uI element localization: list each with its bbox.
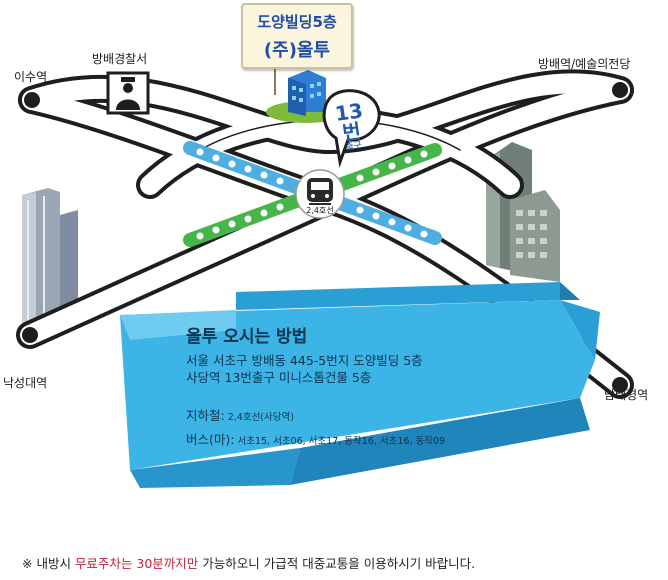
- notice-highlight: 무료주차는 30분까지만: [74, 556, 199, 571]
- tower-left-icon: [22, 188, 78, 325]
- directions-title: 올투 오시는 방법: [186, 327, 308, 347]
- police-icon: [106, 71, 150, 115]
- subway-label: 지하철:: [186, 408, 225, 423]
- label-isu: 이수역: [14, 70, 48, 84]
- label-namtae: 남태령역: [604, 388, 649, 402]
- label-police: 방배경찰서: [92, 52, 148, 66]
- address-line-2: 사당역 13번출구 미니스톱건물 5층: [186, 370, 372, 385]
- station-line-label: 2,4호선: [306, 206, 334, 215]
- exit-label: 13번 출구: [325, 98, 378, 155]
- bus-row: 버스(마):서초15, 서초06, 서초17, 동작16, 서초16, 동작09: [186, 429, 526, 448]
- directions-panel: 올투 오시는 방법 서울 서초구 방배동 445-5번지 도양빌딩 5층 사당역…: [186, 322, 526, 448]
- subway-row: 지하철:2,4호선(사당역): [186, 405, 526, 424]
- train-icon: [295, 169, 345, 219]
- info-banner: [120, 282, 600, 488]
- exit-bubble-icon: [322, 89, 381, 168]
- bus-label: 버스(마):: [186, 432, 235, 447]
- exit-number: 13번: [333, 98, 365, 146]
- bus-value: 서초15, 서초06, 서초17, 동작16, 서초16, 동작09: [237, 436, 446, 447]
- tower-right-icon: [486, 142, 560, 282]
- subway-value: 2,4호선(사당역): [227, 412, 294, 423]
- sign-company: (주)올투: [263, 40, 331, 61]
- label-bangbae: 방배역/예술의전당: [538, 57, 631, 71]
- sign-building: 도양빌딩5층: [257, 13, 337, 31]
- notice-suffix: 가능하오니 가급적 대중교통을 이용하시기 바랍니다.: [198, 556, 476, 571]
- road-ends: [22, 82, 628, 393]
- parking-notice: ※ 내방시 무료주차는 30분까지만 가능하오니 가급적 대중교통을 이용하시기…: [22, 553, 662, 572]
- office-sign: 도양빌딩5층 (주)올투: [241, 3, 353, 69]
- label-naksung: 낙성대역: [3, 376, 48, 390]
- notice-prefix: ※ 내방시: [22, 556, 75, 571]
- address-line-1: 서울 서초구 방배동 445-5번지 도양빌딩 5층: [186, 353, 423, 368]
